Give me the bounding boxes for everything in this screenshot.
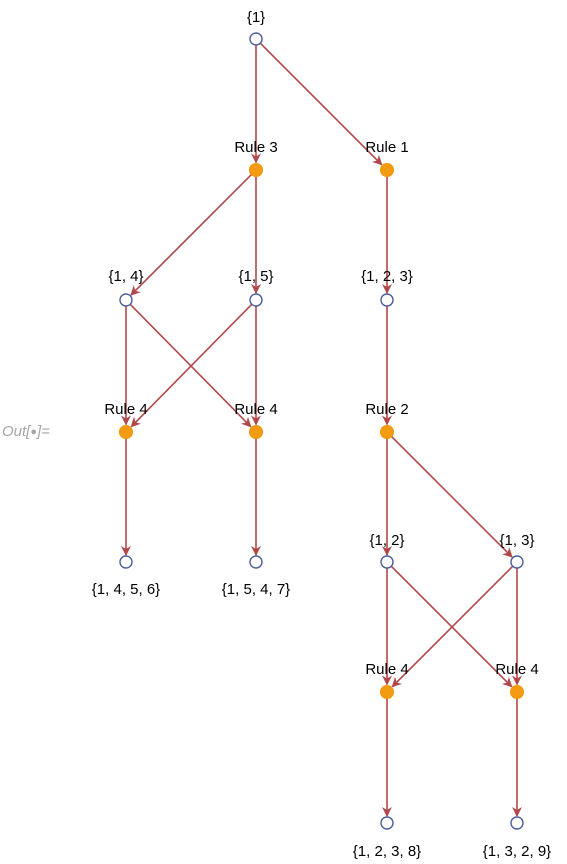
- edge-s0-e1: [259, 42, 383, 166]
- edge-e0-s1: [130, 174, 252, 296]
- state-node-s3: [380, 293, 394, 307]
- event-label-e6: Rule 4: [495, 661, 538, 678]
- state-node-s1: [119, 293, 133, 307]
- state-label-s8: {1, 2, 3, 8}: [353, 843, 421, 860]
- placeholder-dot-icon: ●: [30, 426, 38, 438]
- state-node-s7: [510, 555, 524, 569]
- event-label-e3: Rule 4: [234, 401, 277, 418]
- edge-s2-e2: [130, 303, 253, 428]
- event-label-e0: Rule 3: [234, 139, 277, 156]
- nodes-layer: [119, 32, 524, 830]
- state-label-s1: {1, 4}: [108, 268, 143, 285]
- event-label-e2: Rule 4: [104, 401, 147, 418]
- event-node-e3: [249, 425, 263, 439]
- state-label-s6: {1, 2}: [369, 532, 404, 549]
- event-label-e4: Rule 2: [365, 401, 408, 418]
- state-node-s0: [249, 32, 263, 46]
- state-label-s3: {1, 2, 3}: [361, 268, 413, 285]
- state-node-s9: [510, 816, 524, 830]
- edge-e4-s7: [391, 436, 513, 558]
- labels-layer: {1} Rule 3 Rule 1 {1, 4} {1, 5} {1, 2, 3} Rule…: [92, 9, 551, 860]
- state-node-s4: [119, 555, 133, 569]
- event-node-e4: [380, 425, 394, 439]
- edge-s7-e5: [391, 565, 514, 688]
- state-label-s2: {1, 5}: [238, 268, 273, 285]
- state-node-s8: [380, 816, 394, 830]
- state-label-s7: {1, 3}: [499, 532, 534, 549]
- state-label-s0: {1}: [247, 9, 265, 26]
- event-node-e2: [119, 425, 133, 439]
- state-node-s6: [380, 555, 394, 569]
- event-node-e0: [249, 163, 263, 177]
- edges-layer: [121, 42, 522, 817]
- output-prompt-label: Out[●]=: [2, 423, 50, 440]
- state-label-s4: {1, 4, 5, 6}: [92, 581, 160, 598]
- event-node-e6: [510, 685, 524, 699]
- state-label-s9: {1, 3, 2, 9}: [483, 843, 551, 860]
- event-label-e5: Rule 4: [365, 661, 408, 678]
- event-node-e1: [380, 163, 394, 177]
- state-label-s5: {1, 5, 4, 7}: [222, 581, 290, 598]
- event-node-e5: [380, 685, 394, 699]
- event-label-e1: Rule 1: [365, 139, 408, 156]
- state-node-s5: [249, 555, 263, 569]
- state-node-s2: [249, 293, 263, 307]
